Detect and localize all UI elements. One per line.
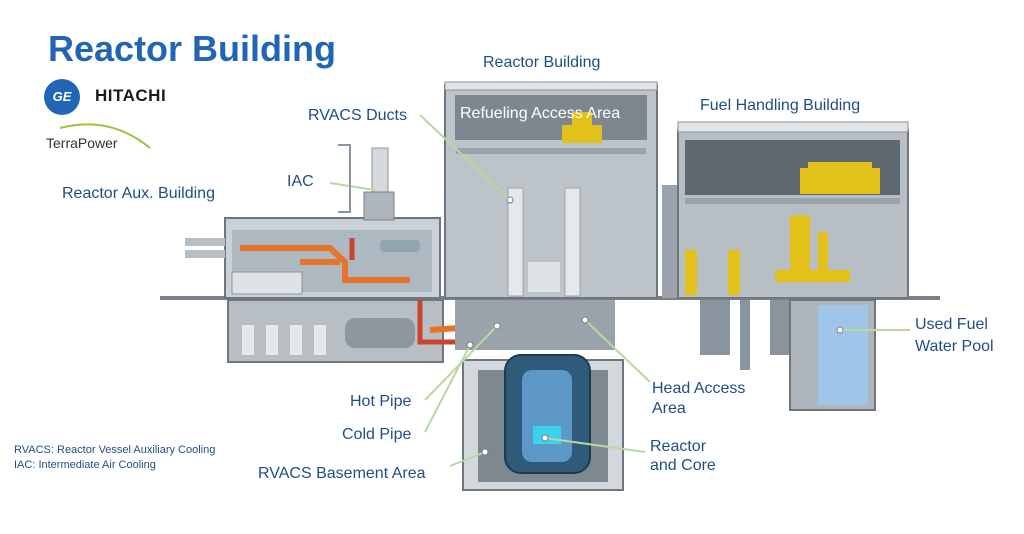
label-reactor-aux-building: Reactor Aux. Building bbox=[62, 185, 215, 202]
terrapower-swoosh bbox=[59, 123, 151, 149]
iac-stack bbox=[363, 147, 395, 221]
label-used-fuel: Used Fuel bbox=[915, 316, 988, 333]
reactor-vessel bbox=[504, 354, 591, 474]
label-rvacs-basement-area: RVACS Basement Area bbox=[258, 465, 426, 482]
label-water-pool: Water Pool bbox=[915, 338, 994, 355]
reactor-aux-building bbox=[185, 217, 444, 363]
label-head-access-area: Area bbox=[652, 400, 686, 417]
ge-logo: GE bbox=[44, 79, 80, 115]
terrapower-logo: TerraPower bbox=[46, 135, 118, 151]
label-reactor-building: Reactor Building bbox=[483, 54, 601, 71]
label-rvacs-ducts: RVACS Ducts bbox=[308, 107, 407, 124]
iac-bracket bbox=[338, 144, 351, 213]
label-and-core: and Core bbox=[650, 457, 716, 474]
label-head-access: Head Access bbox=[652, 380, 746, 397]
page-title: Reactor Building bbox=[48, 28, 337, 69]
reactor-core bbox=[533, 426, 561, 444]
leader-lines bbox=[329, 114, 910, 467]
legend-rvacs: RVACS: Reactor Vessel Auxiliary Cooling bbox=[14, 444, 216, 456]
hitachi-logo: HITACHI bbox=[95, 86, 167, 105]
label-cold-pipe: Cold Pipe bbox=[342, 426, 412, 443]
label-iac: IAC bbox=[287, 173, 314, 190]
leader-dots bbox=[466, 196, 844, 456]
fuel-handling-building bbox=[662, 121, 909, 411]
legend-iac: IAC: Intermediate Air Cooling bbox=[14, 459, 156, 471]
label-reactor: Reactor bbox=[650, 438, 707, 455]
label-fuel-handling-building: Fuel Handling Building bbox=[700, 97, 861, 114]
used-fuel-water bbox=[818, 305, 868, 405]
label-hot-pipe: Hot Pipe bbox=[350, 393, 412, 410]
label-refueling-access-area: Refueling Access Area bbox=[460, 105, 621, 122]
cold-pipes bbox=[349, 238, 470, 345]
